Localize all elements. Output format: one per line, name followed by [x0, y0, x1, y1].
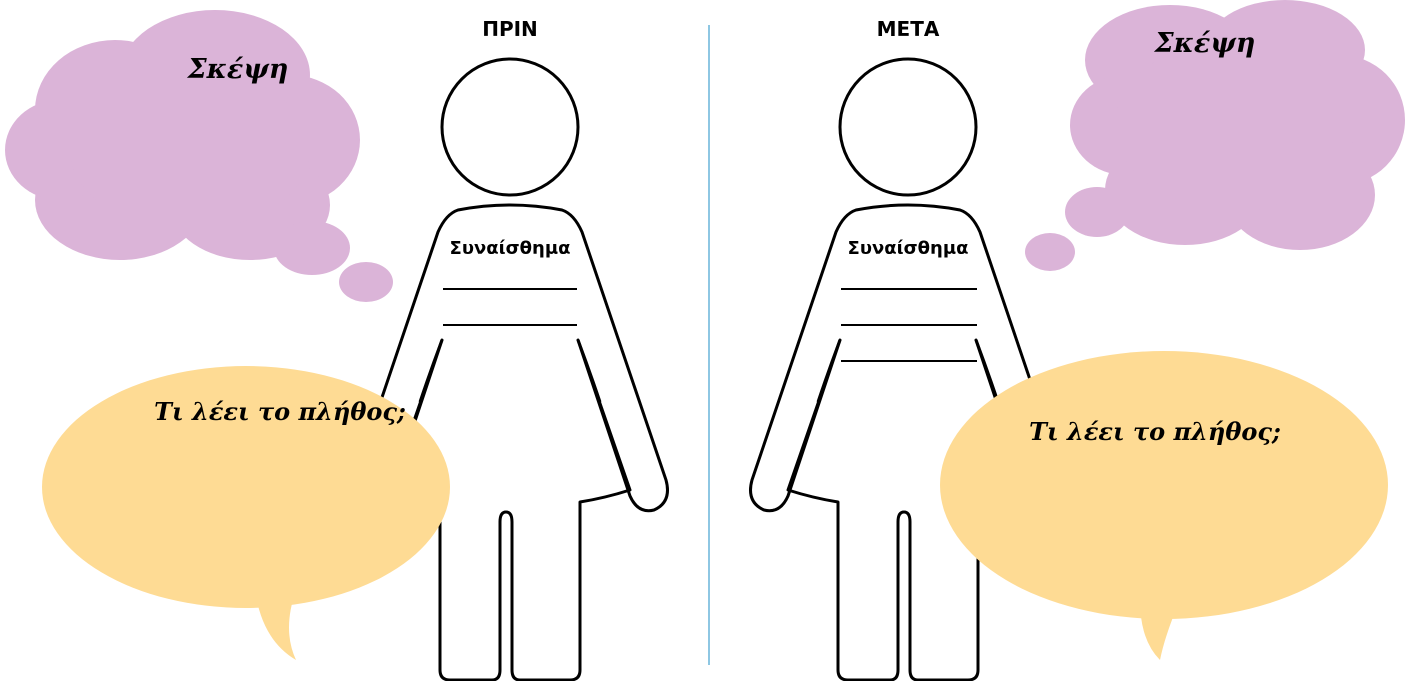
- before-speech-bubble: [42, 366, 450, 660]
- after-thought-cloud: [1025, 0, 1405, 271]
- before-person-figure: [351, 57, 669, 681]
- after-emotion-label: Συναίσθημα: [848, 238, 969, 259]
- before-panel: Σκέψη ΠΡΙΝ Συναίσθημα Τι λέει το πλήθος;: [5, 10, 669, 681]
- before-head: [440, 57, 580, 197]
- after-person-figure: [749, 57, 1067, 681]
- after-panel: Σκέψη ΜΕΤΑ Συναίσθημα Τι λέει το πλήθος;: [749, 0, 1405, 681]
- before-thought-cloud: [5, 10, 393, 302]
- after-head: [838, 57, 978, 197]
- after-heading: ΜΕΤΑ: [877, 17, 940, 41]
- before-heading: ΠΡΙΝ: [482, 17, 538, 41]
- before-thought-label: Σκέψη: [187, 54, 289, 85]
- before-crowd-label: Τι λέει το πλήθος;: [154, 397, 406, 426]
- before-emotion-label: Συναίσθημα: [450, 238, 571, 259]
- after-crowd-label: Τι λέει το πλήθος;: [1029, 417, 1281, 446]
- after-speech-bubble: [940, 351, 1388, 660]
- after-thought-label: Σκέψη: [1154, 28, 1256, 59]
